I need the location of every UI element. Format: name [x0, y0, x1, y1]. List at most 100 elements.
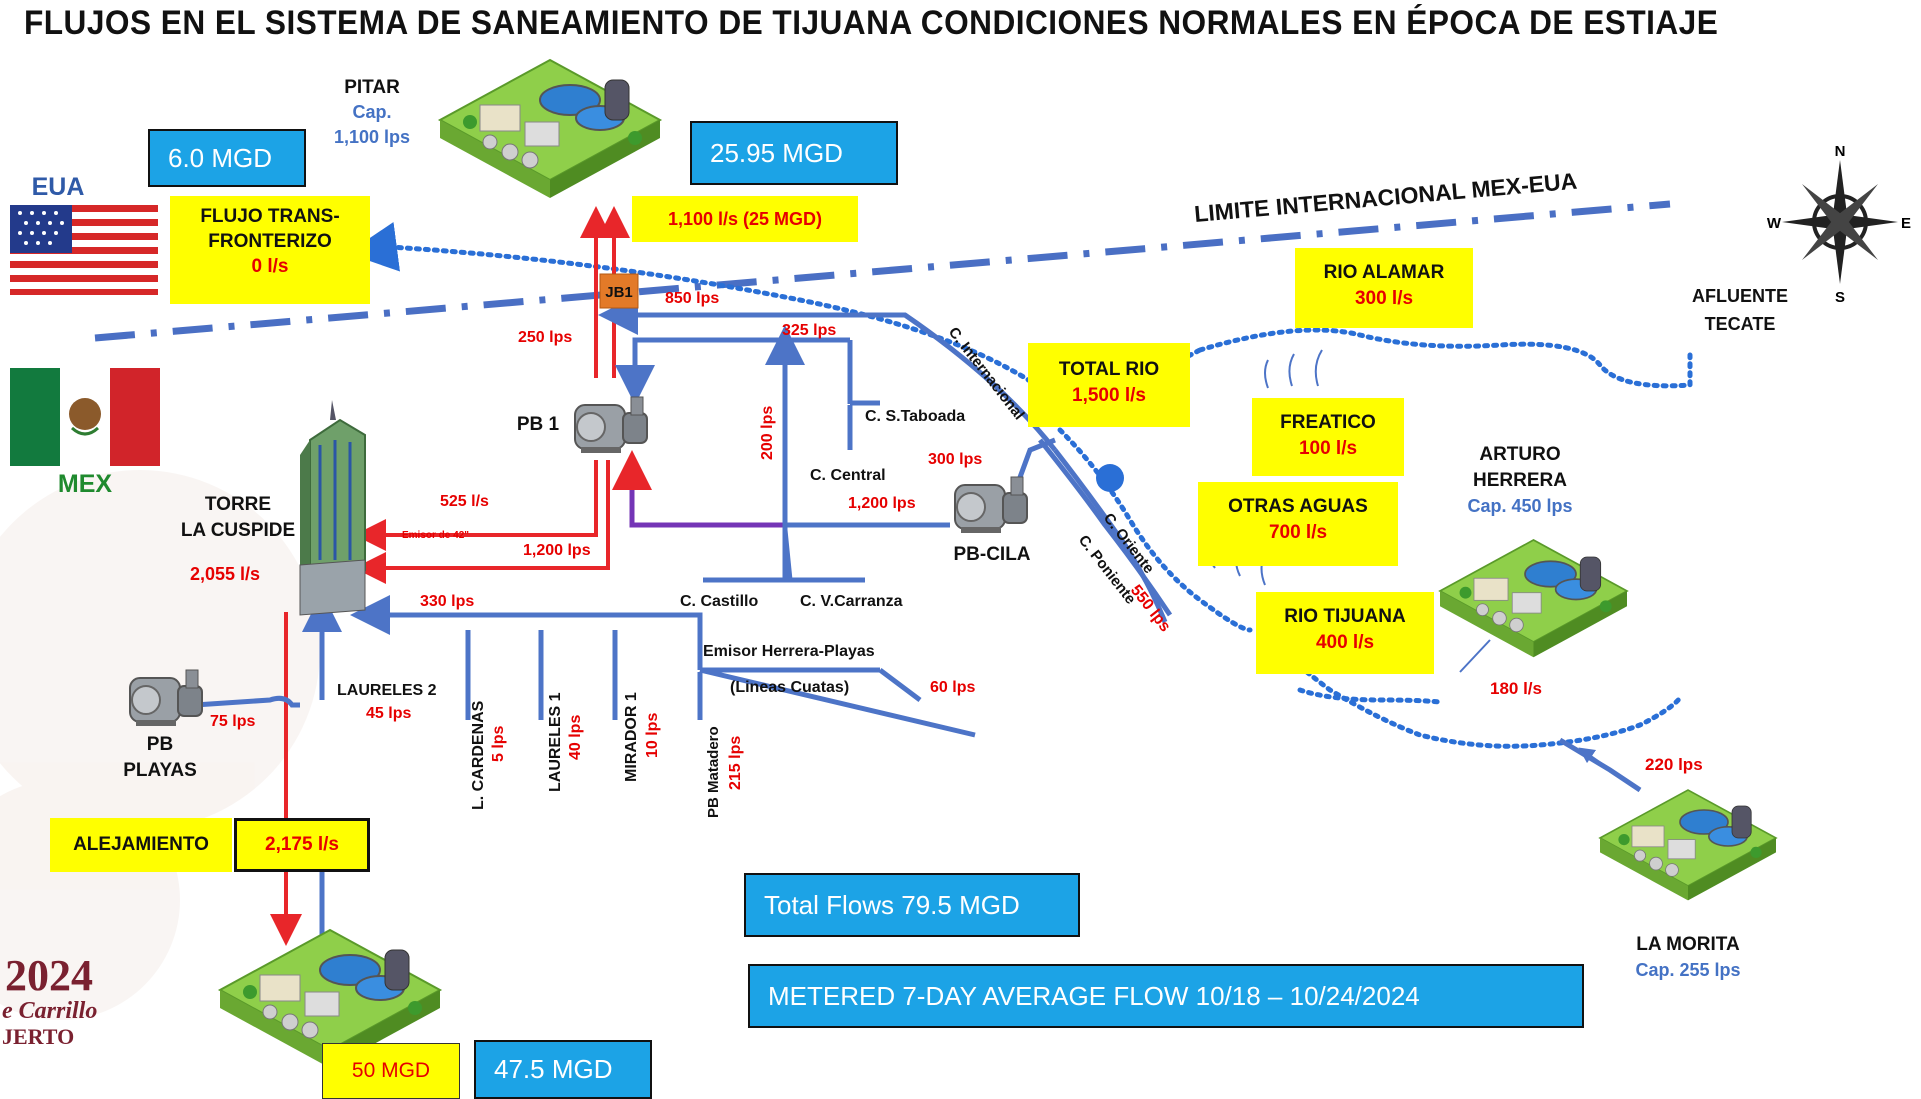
la-morita-name: LA MORITA	[1636, 934, 1740, 955]
flow-2055: 2,055 l/s	[190, 564, 260, 584]
total-rio-value: 1,500 l/s	[1072, 385, 1146, 406]
flow-60: 60 lps	[930, 679, 975, 696]
pitar-flow-box: 1,100 l/s (25 MGD)	[632, 196, 858, 242]
compass-w: W	[1767, 215, 1782, 232]
page-title: FLUJOS EN EL SISTEMA DE SANEAMIENTO DE T…	[24, 4, 1719, 42]
mgd-box-pitar: 25.95 MGD	[690, 121, 898, 185]
c-central-label: C. Central	[810, 467, 886, 484]
mex-label: MEX	[58, 470, 113, 498]
metered-flow-box: METERED 7-DAY AVERAGE FLOW 10/18 – 10/24…	[748, 964, 1584, 1028]
otras-aguas-box: OTRAS AGUAS 700 l/s	[1198, 482, 1398, 566]
svg-text:e Carrillo: e Carrillo	[2, 998, 97, 1024]
flow-5: 5 lps	[490, 725, 507, 762]
transfronterizo-box: FLUJO TRANS- FRONTERIZO 0 l/s	[170, 196, 370, 304]
total-rio-label: TOTAL RIO	[1058, 359, 1160, 380]
river-lines	[387, 244, 1693, 749]
torre-label-1: TORRE	[205, 494, 271, 515]
arturo-cap: Cap. 450 lps	[1467, 496, 1572, 516]
rio-tijuana-value: 400 l/s	[1315, 632, 1375, 653]
otras-aguas-label: OTRAS AGUAS	[1228, 496, 1368, 517]
afluente-label-1: AFLUENTE	[1692, 286, 1788, 306]
jb1-label: JB1	[605, 284, 633, 301]
flow-45: 45 lps	[366, 705, 411, 722]
total-flows-box: Total Flows 79.5 MGD	[744, 873, 1080, 937]
emisor-hp-label: Emisor Herrera-Playas	[703, 643, 875, 660]
flow-10: 10 lps	[644, 713, 661, 758]
emisor42-label: Emisor de 42"	[402, 530, 469, 541]
torre-la-cuspide-icon	[299, 400, 366, 616]
alejamiento-label: ALEJAMIENTO	[50, 818, 232, 872]
laureles1-label: LAURELES 1	[547, 692, 564, 792]
compass-n: N	[1835, 143, 1846, 160]
svg-text:2024: 2024	[5, 951, 93, 1000]
c-vcarranza-label: C. V.Carranza	[800, 593, 903, 610]
pitar-cap-label: Cap.	[352, 102, 391, 122]
flow-250: 250 lps	[518, 329, 572, 346]
flow-75: 75 lps	[210, 713, 255, 730]
alejamiento-box: ALEJAMIENTO 2,175 l/s	[50, 818, 370, 872]
compass-s: S	[1835, 289, 1845, 306]
pb-cila-label: PB-CILA	[953, 544, 1030, 565]
transfronterizo-line2: FRONTERIZO	[208, 231, 332, 252]
rio-alamar-value: 300 l/s	[1354, 288, 1414, 309]
logo-lettering: 2024 e Carrillo JERTO	[2, 951, 97, 1049]
otras-aguas-value: 700 l/s	[1268, 522, 1328, 543]
c-castillo-label: C. Castillo	[680, 593, 758, 610]
c-staboada-label: C. S.Taboada	[865, 408, 965, 425]
pb1-pump-icon	[574, 396, 648, 454]
svg-text:JERTO: JERTO	[2, 1024, 74, 1049]
arturo-herrera-plant-icon	[1439, 539, 1628, 659]
pitar-plant-icon	[439, 59, 661, 199]
river-junction-dot	[1096, 464, 1124, 492]
total-rio-box: TOTAL RIO 1,500 l/s	[1028, 343, 1190, 427]
mgd-box-bottom-red: 50 MGD	[322, 1043, 460, 1099]
rio-tijuana-label: RIO TIJUANA	[1284, 606, 1406, 627]
alejamiento-value: 2,175 l/s	[234, 818, 370, 872]
flow-330: 330 lps	[420, 593, 474, 610]
flow-200: 200 lps	[759, 406, 776, 460]
lineas-cuatas-label: (Lineas Cuatas)	[730, 679, 849, 696]
pb-matadero-label: PB Matadero	[705, 726, 722, 818]
freatico-box: FREATICO 100 l/s	[1252, 398, 1404, 476]
freatico-value: 100 l/s	[1298, 438, 1358, 459]
afluente-label-2: TECATE	[1705, 314, 1776, 334]
mgd-box-bottom-blue: 47.5 MGD	[474, 1040, 652, 1099]
flow-325: 325 lps	[782, 322, 836, 339]
mgd-box-left-top: 6.0 MGD	[148, 129, 306, 187]
pb-cila-pump-icon	[954, 476, 1028, 534]
flow-1200a: 1,200 lps	[848, 495, 916, 512]
flow-215: 215 lps	[727, 736, 744, 790]
blue-pipes	[194, 295, 1642, 945]
flow-1200b: 1,200 lps	[523, 542, 591, 559]
pb-playas-label-1: PB	[147, 734, 173, 755]
arrow-220	[1578, 747, 1641, 791]
laureles2-label: LAURELES 2	[337, 682, 437, 699]
l-cardenas-label: L. CARDENAS	[470, 700, 487, 810]
mirador1-label: MIRADOR 1	[623, 692, 640, 782]
pitar-name: PITAR	[344, 77, 400, 98]
arrow-180	[1459, 639, 1491, 673]
jb1-box	[599, 273, 639, 309]
mexico-flag-icon	[10, 368, 160, 466]
la-morita-plant-icon	[1599, 789, 1777, 902]
flow-300: 300 lps	[928, 451, 982, 468]
pb-playas-label-2: PLAYAS	[123, 760, 197, 781]
flow-40: 40 lps	[567, 715, 584, 760]
red-pipes	[270, 206, 630, 946]
flow-180: 180 l/s	[1490, 679, 1542, 698]
flow-525: 525 l/s	[440, 493, 489, 510]
compass-rose-icon	[1782, 160, 1898, 284]
torre-label-2: LA CUSPIDE	[181, 520, 295, 541]
usa-flag-icon	[10, 205, 158, 295]
pb1-label: PB 1	[517, 414, 560, 435]
rio-alamar-label: RIO ALAMAR	[1323, 262, 1445, 283]
pitar-cap: 1,100 lps	[334, 127, 410, 147]
international-border-line	[94, 200, 1671, 342]
compass-e: E	[1901, 215, 1911, 232]
transfronterizo-arrow	[347, 221, 401, 272]
flow-850: 850 lps	[665, 290, 719, 307]
arturo-name-1: ARTURO	[1479, 444, 1560, 465]
rio-tijuana-box: RIO TIJUANA 400 l/s	[1256, 592, 1434, 674]
transfronterizo-value: 0 l/s	[251, 256, 289, 277]
usa-label: EUA	[32, 173, 85, 201]
